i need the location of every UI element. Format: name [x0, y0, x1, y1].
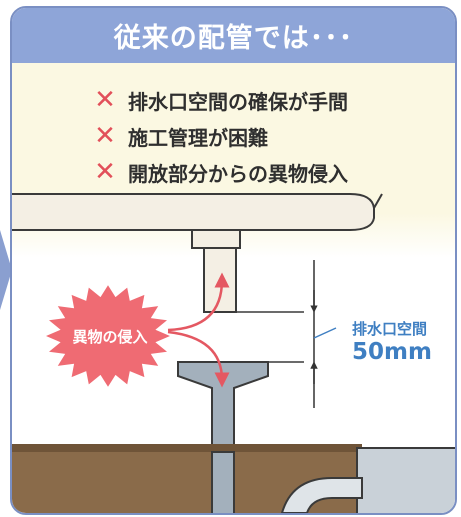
- drain-box: [356, 447, 455, 513]
- header-title: 従来の配管では･･･: [113, 23, 354, 54]
- dimension-leader: [313, 327, 337, 339]
- issue-text: 開放部分からの異物侵入: [128, 161, 348, 186]
- intrusion-burst: [46, 285, 170, 387]
- issue-text: 施工管理が困難: [128, 125, 268, 150]
- intrusion-arrow-down: [167, 330, 230, 388]
- intrusion-arrow-up: [167, 272, 230, 332]
- cross-icon: ✕: [94, 121, 116, 151]
- sink-drain-flange: [191, 229, 241, 249]
- floor-top: [12, 444, 362, 452]
- issue-item: ✕ 施工管理が困難: [94, 118, 348, 154]
- sink-rim: [373, 193, 383, 209]
- left-tab-indicator: [0, 230, 12, 310]
- issue-item: ✕ 排水口空間の確保が手間: [94, 82, 348, 118]
- trap-pipe-under-floor: [211, 451, 235, 513]
- card-header: 従来の配管では･･･: [12, 8, 455, 63]
- cross-icon: ✕: [94, 85, 116, 115]
- drain-space-value: 50mm: [352, 339, 432, 365]
- sink-basin: [12, 193, 375, 231]
- drain-outlet: [280, 477, 363, 513]
- info-card: 従来の配管では･･･ ✕ 排水口空間の確保が手間 ✕ 施工管理が困難 ✕ 開放部…: [10, 6, 457, 515]
- issue-item: ✕ 開放部分からの異物侵入: [94, 154, 348, 190]
- drain-space-label: 排水口空間: [352, 320, 428, 338]
- issue-list: ✕ 排水口空間の確保が手間 ✕ 施工管理が困難 ✕ 開放部分からの異物侵入: [94, 82, 348, 190]
- issue-text: 排水口空間の確保が手間: [128, 89, 348, 114]
- drain-diagram: [12, 193, 455, 513]
- cross-icon: ✕: [94, 157, 116, 187]
- intrusion-label: 異物の侵入: [72, 328, 148, 346]
- upper-pipe: [203, 247, 237, 313]
